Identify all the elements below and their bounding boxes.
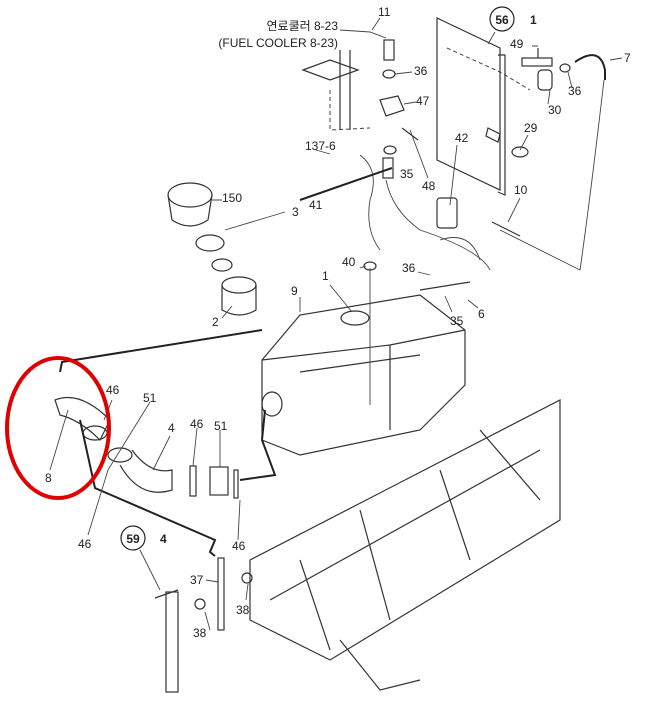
part-label: 4 xyxy=(168,421,175,435)
part-label: 38 xyxy=(193,626,207,640)
part-label: 9 xyxy=(291,284,298,298)
fuel-lines xyxy=(299,154,491,271)
fuel-cooler-label-en: (FUEL COOLER 8-23) xyxy=(218,36,338,50)
part-label: 29 xyxy=(524,121,538,135)
part-label: 51 xyxy=(214,419,228,433)
fuel-tank xyxy=(261,261,471,456)
part-label: 48 xyxy=(422,179,436,193)
part-label: 7 xyxy=(624,51,631,65)
part-label: 30 xyxy=(548,103,562,117)
part-label: 38 xyxy=(236,603,250,617)
ref-circle-59: 59 4 xyxy=(120,525,167,551)
part-label: 137-6 xyxy=(305,139,336,153)
part-label: 36 xyxy=(568,84,582,98)
part-label: 6 xyxy=(478,307,485,321)
part-label: 46 xyxy=(190,417,204,431)
leader-lines xyxy=(49,17,623,631)
part-label: 150 xyxy=(222,191,242,205)
part-label: 35 xyxy=(450,314,464,328)
fuel-filter-assembly xyxy=(301,39,606,271)
part-label: 35 xyxy=(400,167,414,181)
part-label: 46 xyxy=(106,383,120,397)
part-label: 1 xyxy=(322,269,329,283)
part-label: 51 xyxy=(143,391,157,405)
part-label: 49 xyxy=(510,37,524,51)
part-label: 36 xyxy=(402,261,416,275)
ref-number: 59 xyxy=(126,532,140,546)
ref-circle-56: 56 1 xyxy=(489,6,537,32)
part-label: 37 xyxy=(190,573,204,587)
part-label: 41 xyxy=(309,198,323,212)
highlight-circle xyxy=(5,356,111,500)
part-label: 36 xyxy=(414,64,428,78)
part-label: 11 xyxy=(378,5,391,19)
cooler-panel xyxy=(436,17,531,196)
part-label: 2 xyxy=(212,315,219,329)
ref-item: 4 xyxy=(160,532,167,546)
part-label: 46 xyxy=(78,537,92,551)
part-label: 46 xyxy=(232,539,246,553)
part-label: 10 xyxy=(514,183,528,197)
tractor-frame xyxy=(249,399,561,691)
part-label: 8 xyxy=(45,471,52,485)
part-label: 3 xyxy=(292,205,299,219)
ref-number: 56 xyxy=(495,13,509,27)
fuel-cooler-label-ko: 연료쿨러 8-23 xyxy=(266,19,338,33)
hose-parts xyxy=(54,329,277,557)
filler-cap-parts xyxy=(167,182,286,316)
ref-item: 1 xyxy=(530,13,537,27)
part-label: 47 xyxy=(416,94,430,108)
part-label: 40 xyxy=(342,255,356,269)
bracket-parts xyxy=(154,557,253,693)
part-label: 42 xyxy=(455,131,469,145)
